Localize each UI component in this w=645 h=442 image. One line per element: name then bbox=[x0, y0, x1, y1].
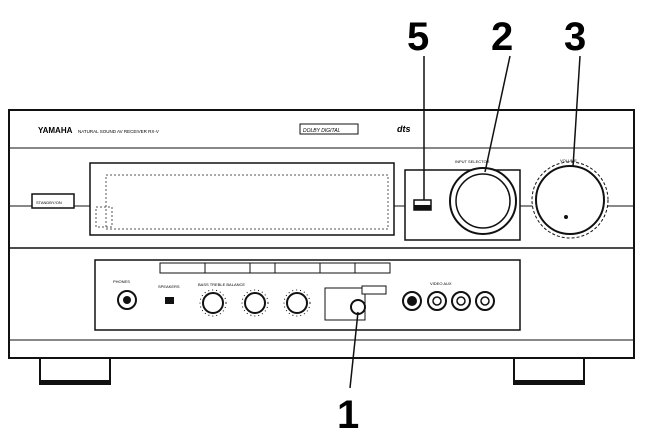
input-selector-label: INPUT SELECTOR bbox=[455, 159, 490, 164]
callout-3: 3 bbox=[564, 15, 586, 59]
bass-treble-label: BASS TREBLE BALANCE bbox=[198, 282, 245, 287]
input-mode-button[interactable] bbox=[413, 199, 432, 211]
phones-label: PHONES bbox=[113, 279, 130, 284]
input-selector-knob[interactable] bbox=[449, 167, 517, 235]
treble-knob[interactable] bbox=[241, 289, 269, 317]
brand-label: YAMAHA bbox=[38, 126, 73, 135]
audio-r-jack[interactable] bbox=[475, 291, 495, 311]
standby-button[interactable]: STANDBY/ON bbox=[31, 193, 75, 209]
svg-text:DOLBY DIGITAL: DOLBY DIGITAL bbox=[303, 128, 341, 134]
leader-line-2 bbox=[484, 55, 511, 173]
dolby-logo: DOLBY DIGITAL bbox=[299, 123, 359, 135]
audio-l-jack[interactable] bbox=[451, 291, 471, 311]
right-foot bbox=[513, 355, 585, 385]
volume-label: VOLUME bbox=[560, 158, 577, 163]
model-label: NATURAL SOUND AV RECEIVER RX-V bbox=[78, 129, 159, 134]
phones-jack[interactable] bbox=[117, 290, 137, 310]
balance-knob[interactable] bbox=[283, 289, 311, 317]
leader-line-1 bbox=[349, 311, 359, 389]
leader-line-3 bbox=[572, 55, 581, 168]
left-foot bbox=[39, 355, 111, 385]
preset-button-2[interactable] bbox=[204, 262, 251, 274]
callout-1: 1 bbox=[337, 393, 359, 437]
program-selector-knob[interactable] bbox=[350, 299, 366, 315]
speakers-label: SPEAKERS bbox=[158, 284, 180, 289]
dts-logo: dts bbox=[397, 124, 411, 134]
bass-knob[interactable] bbox=[199, 289, 227, 317]
display-window bbox=[89, 162, 395, 236]
video-aux-label: VIDEO AUX bbox=[430, 281, 452, 286]
volume-knob[interactable] bbox=[531, 161, 609, 239]
preset-button-5[interactable] bbox=[354, 262, 391, 274]
callout-5: 5 bbox=[407, 15, 429, 59]
callout-2: 2 bbox=[491, 15, 513, 59]
s-video-jack[interactable] bbox=[402, 291, 422, 311]
standby-label: STANDBY/ON bbox=[36, 200, 62, 205]
video-jack[interactable] bbox=[427, 291, 447, 311]
speakers-switch[interactable] bbox=[165, 297, 174, 304]
